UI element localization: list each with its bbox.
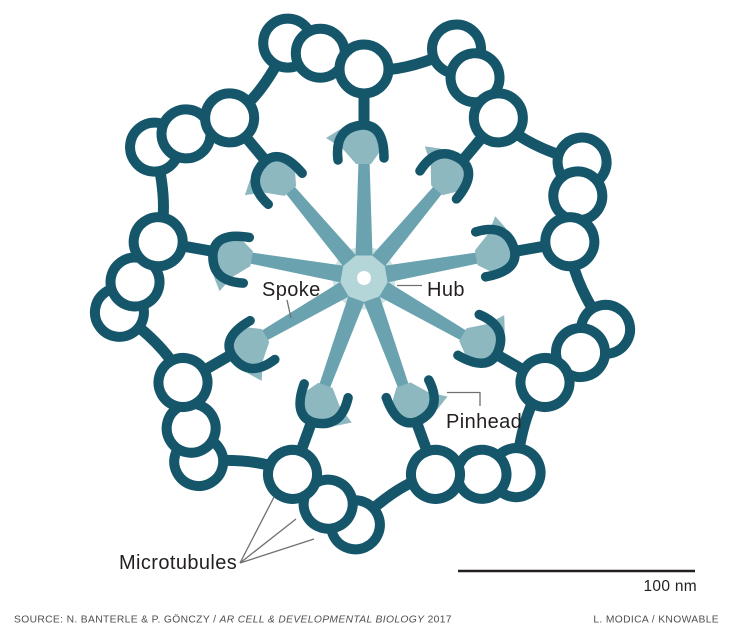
pinhead [293,378,361,435]
microtubule-triplet [512,283,640,429]
pinhead [207,232,256,296]
pinhead [326,125,384,164]
pinhead-leader-line [447,391,481,406]
microtubule-triplet [263,19,388,94]
microtubule-triplet [127,349,255,495]
microtubules-label: Microtubules [119,552,237,574]
source-credit: SOURCE: N. BANTERLE & P. GÖNCZY / AR CEL… [14,614,452,626]
artist-credit: L. MODICA / KNOWABLE [593,615,719,626]
spoke [355,160,373,256]
hub-center-hole [357,271,371,285]
microtubule-triplet [252,443,395,556]
spoke [281,182,357,267]
microtubules-leader-lines [239,496,315,564]
pinhead-label: Pinhead [446,411,522,433]
spoke-leader-line [286,299,292,319]
spoke [246,249,344,283]
microtubule-triplet [120,64,264,202]
microtubule-triplet [91,209,187,345]
pinhead [470,214,519,278]
microtubule-triplet [405,14,549,152]
pinhead [384,372,452,429]
spoke [371,182,447,267]
hub-label: Hub [427,279,465,301]
scale-bar-label: 100 nm [644,578,698,595]
spoke [384,249,482,283]
spoke-label: Spoke [262,279,321,301]
